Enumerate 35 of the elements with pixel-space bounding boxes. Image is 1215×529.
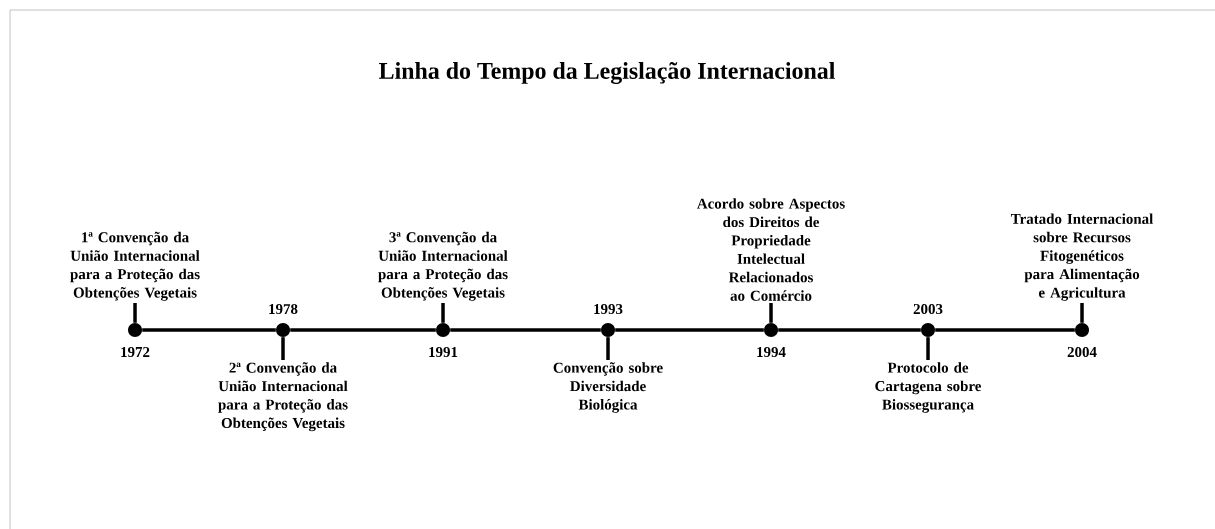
timeline-axis-segment <box>142 328 276 332</box>
timeline-axis-segment <box>450 328 601 332</box>
year-label: 1972 <box>121 347 150 357</box>
event-text: 1ª Convenção da União Internacional para a Proteção das Obtenções Vegetais <box>70 231 200 301</box>
timeline-axis-segment <box>778 328 921 332</box>
timeline-axis-segment <box>935 328 1075 332</box>
title: Linha do Tempo da Legislação Internacional <box>379 62 835 84</box>
timeline-dot <box>436 323 450 337</box>
event-text: Protocolo de Cartagena sobre Biossegurança <box>875 362 982 413</box>
timeline-dot <box>601 323 615 337</box>
tick-line <box>281 337 285 360</box>
tick-line <box>769 303 773 323</box>
year-label: 2004 <box>1067 346 1097 358</box>
timeline-dot <box>128 323 142 337</box>
year-label: 1994 <box>757 347 786 357</box>
tick-line <box>1080 303 1084 323</box>
event-text: 3ª Convenção da União Internacional para a Proteção das Obtenções Vegetais <box>378 231 508 301</box>
tick-line <box>606 337 610 360</box>
event-text: Acordo sobre Aspectos dos Direitos de Propriedade Intelectual Relacionados ao Comércio <box>697 198 845 301</box>
timeline-axis-segment <box>290 328 436 332</box>
tick-line <box>441 303 445 323</box>
tick-line <box>133 303 137 323</box>
timeline-dot <box>921 323 935 337</box>
year-label: 1993 <box>594 304 623 314</box>
year-label: 1978 <box>269 303 298 315</box>
timeline-dot <box>276 323 290 337</box>
event-text: 2ª Convenção da União Internacional para a Proteção das Obtenções Vegetais <box>218 362 348 432</box>
tick-line <box>926 337 930 360</box>
timeline-dot <box>764 323 778 337</box>
year-label: 1991 <box>429 347 458 357</box>
timeline-dot <box>1075 323 1089 337</box>
timeline-axis-segment <box>615 328 764 332</box>
event-text: Convenção sobre Diversidade Biológica <box>553 362 663 413</box>
event-text: Tratado Internacional sobre Recursos Fitogenéticos para Alimentação e Agricultura <box>1011 213 1153 301</box>
year-label: 2003 <box>913 303 943 315</box>
